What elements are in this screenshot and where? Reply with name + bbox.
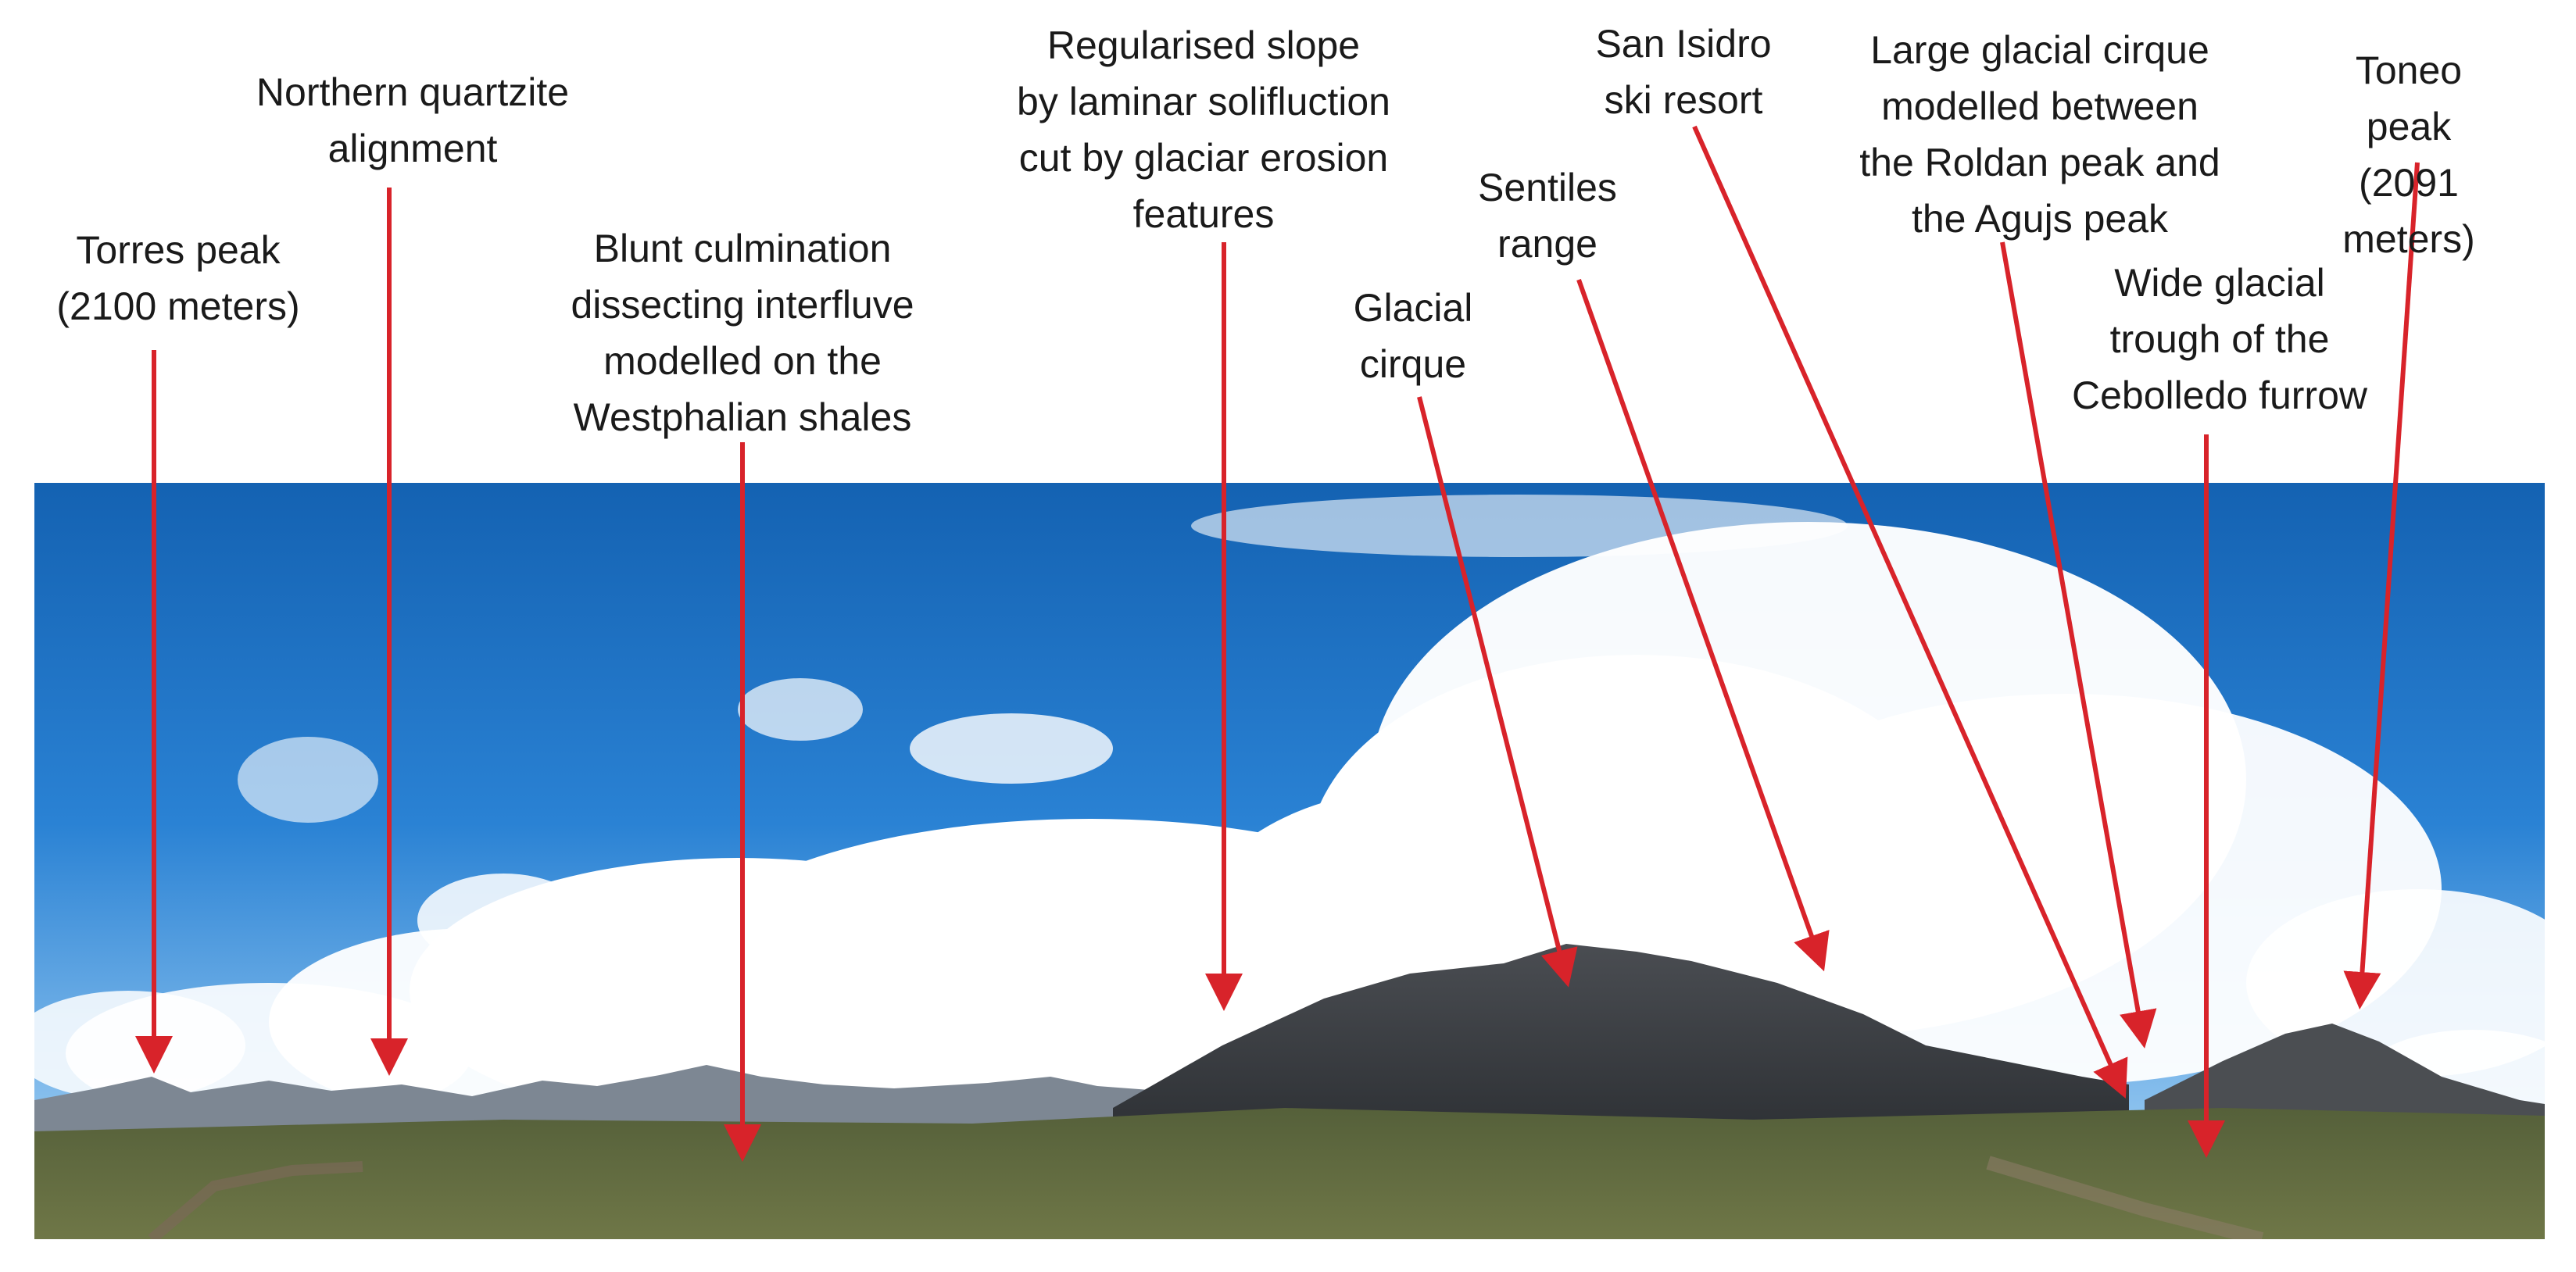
label-regularised-slope: Regularised slope by laminar solifluctio… [1017, 23, 1390, 236]
arrow-san-isidro [1692, 125, 2128, 1099]
arrow-glacial-cirque [1417, 396, 1578, 988]
sentiles-range-mountain [1113, 944, 2129, 1147]
label-northern-quartzite: Northern quartzite alignment [256, 70, 570, 170]
distant-range [34, 1065, 1160, 1131]
label-san-isidro: San Isidro ski resort [1595, 22, 1772, 122]
label-torres-peak: Torres peak (2100 meters) [56, 228, 300, 328]
ground [34, 1108, 2545, 1239]
arrow-large-cirque [2000, 241, 2157, 1049]
label-large-glacial-cirque: Large glacial cirque modelled between th… [1859, 28, 2220, 241]
arrow-toneo-peak [2343, 162, 2420, 1009]
landscape-illustration [34, 483, 2545, 1239]
label-toneo-peak: Toneo peak (2091 meters) [2342, 48, 2475, 261]
label-blunt-culmination: Blunt culmination dissecting interfluve … [571, 227, 914, 439]
arrow-sentiles-range [1576, 278, 1830, 972]
panorama-photo [34, 483, 2545, 1239]
label-sentiles-range: Sentiles range [1478, 166, 1617, 266]
label-wide-glacial-trough: Wide glacial trough of the Cebolledo fur… [2072, 261, 2367, 417]
label-glacial-cirque: Glacial cirque [1353, 286, 1473, 386]
